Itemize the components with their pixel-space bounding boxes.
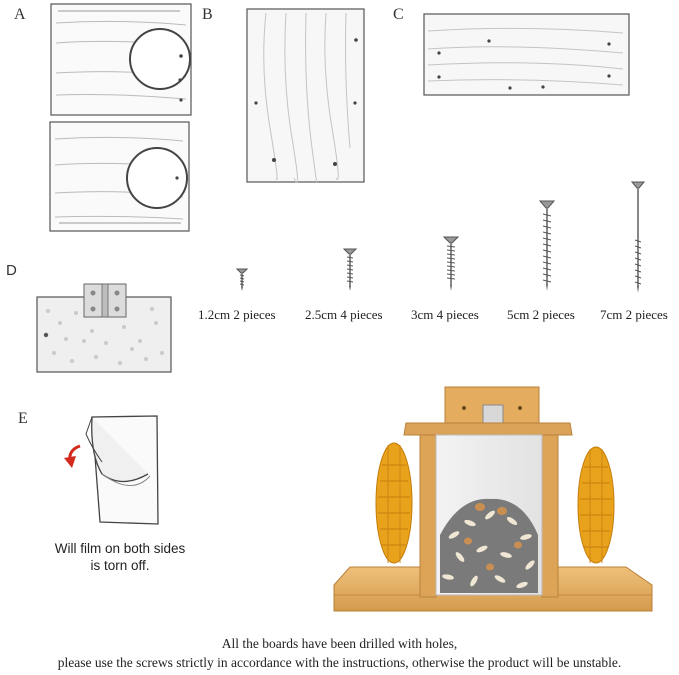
label-part-b: B	[202, 6, 213, 23]
screw-label-1: 1.2cm 2 pieces	[198, 307, 276, 322]
screw-label-4: 5cm 2 pieces	[507, 307, 575, 322]
footer-instructions: All the boards have been drilled with ho…	[0, 634, 679, 672]
board-c	[423, 13, 630, 96]
assembled-feeder-illustration	[333, 386, 653, 612]
footer-line1: All the boards have been drilled with ho…	[221, 636, 458, 651]
corn-right-icon	[577, 446, 615, 564]
corn-left-icon	[375, 442, 413, 564]
screw-label-2: 2.5cm 4 pieces	[305, 307, 383, 322]
film-note-line1: Will film on both sides	[54, 541, 186, 556]
label-part-e: E	[18, 410, 28, 427]
red-arrow-icon	[64, 456, 76, 468]
screw-5cm-icon	[539, 200, 555, 291]
screw-label-5: 7cm 2 pieces	[600, 307, 668, 322]
screw-1-2cm-icon	[236, 268, 248, 291]
film-note: Will film on both sides is torn off.	[40, 540, 200, 574]
board-a-top	[50, 3, 192, 116]
screw-3cm-icon	[443, 236, 459, 291]
board-a-bottom	[49, 121, 190, 232]
label-part-a: A	[14, 6, 26, 23]
board-b	[246, 8, 365, 183]
screw-label-3: 3cm 4 pieces	[411, 307, 479, 322]
film-peel-illustration	[64, 415, 159, 525]
footer-line2: please use the screws strictly in accord…	[57, 655, 622, 670]
screw-2-5cm-icon	[343, 248, 357, 291]
label-part-d: D	[6, 262, 17, 279]
label-part-c: C	[393, 6, 404, 23]
panel-d-with-hinge	[36, 283, 172, 373]
film-note-line2: is torn off.	[90, 558, 150, 573]
screw-7cm-icon	[631, 181, 645, 293]
